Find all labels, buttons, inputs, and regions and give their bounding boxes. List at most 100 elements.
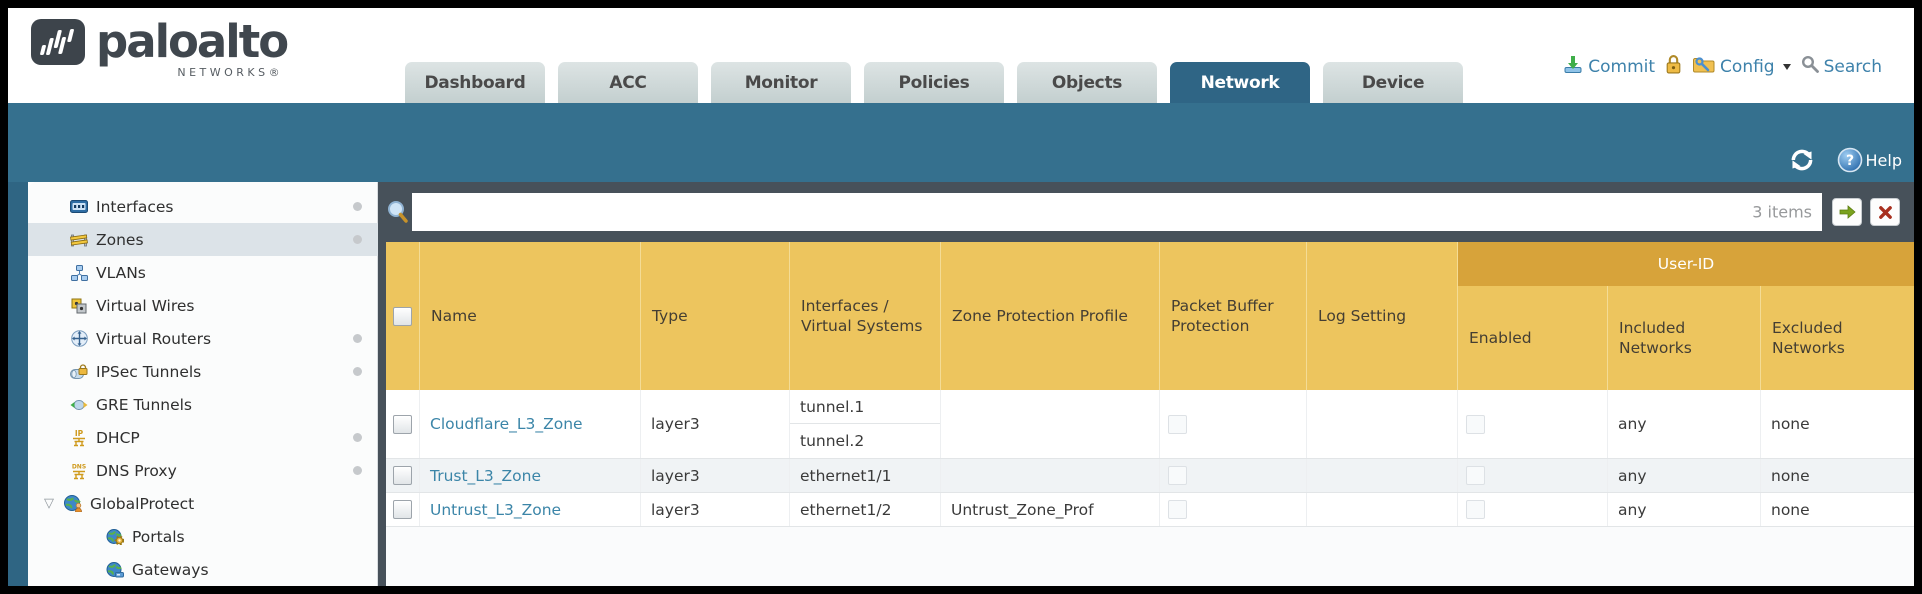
zone-name-link[interactable]: Untrust_L3_Zone: [430, 500, 562, 519]
config-menu-button[interactable]: Config: [1692, 54, 1791, 79]
table-row: Untrust_L3_Zone layer3 ethernet1/2 Untru…: [386, 493, 1914, 527]
packet-buffer-protection-cell: [1160, 459, 1307, 492]
column-header-packet-buffer-protection[interactable]: Packet Buffer Protection: [1160, 242, 1307, 390]
sidebar-item-virtual-routers[interactable]: Virtual Routers: [28, 322, 378, 355]
table-row: Trust_L3_Zone layer3 ethernet1/1 any non…: [386, 459, 1914, 493]
tab-monitor[interactable]: Monitor: [711, 62, 851, 103]
help-button[interactable]: ? Help: [1837, 147, 1902, 173]
portals-icon: [104, 528, 126, 545]
main-nav-tabs: Dashboard ACC Monitor Policies Objects N…: [405, 62, 1463, 103]
sidebar-item-label: IPSec Tunnels: [96, 362, 202, 381]
tab-dashboard[interactable]: Dashboard: [405, 62, 545, 103]
sidebar-item-label: Interfaces: [96, 197, 174, 216]
user-id-enabled-cell: [1458, 390, 1608, 458]
packet-buffer-protection-cell: [1160, 493, 1307, 526]
commit-label: Commit: [1588, 56, 1656, 77]
sidebar-item-label: DNS Proxy: [96, 461, 177, 480]
packet-buffer-checkbox[interactable]: [1168, 414, 1187, 434]
sidebar-item-zones[interactable]: Zones: [28, 223, 378, 256]
column-header-interfaces[interactable]: Interfaces / Virtual Systems: [790, 242, 941, 390]
packet-buffer-checkbox[interactable]: [1168, 500, 1187, 519]
column-header-type[interactable]: Type: [641, 242, 790, 390]
sidebar-item-virtual-wires[interactable]: Virtual Wires: [28, 289, 378, 322]
row-checkbox-cell: [386, 493, 420, 526]
config-icon: [1692, 54, 1715, 79]
table-empty-area: [386, 527, 1914, 586]
zone-name-link[interactable]: Cloudflare_L3_Zone: [430, 415, 583, 433]
brand-networks-label: NETWORKS®: [177, 66, 284, 80]
sidebar-item-globalprotect[interactable]: ▽ GlobalProtect: [28, 487, 378, 520]
tab-device[interactable]: Device: [1323, 62, 1463, 103]
tab-network[interactable]: Network: [1170, 62, 1310, 103]
row-checkbox[interactable]: [393, 466, 412, 485]
select-all-checkbox[interactable]: [393, 306, 412, 326]
item-count: 3 items: [1752, 202, 1812, 222]
sidebar-item-gateways[interactable]: Gateways: [28, 553, 378, 586]
column-header-excluded-networks[interactable]: Excluded Networks: [1772, 318, 1845, 357]
commit-button[interactable]: Commit: [1563, 54, 1655, 79]
interface-entry: tunnel.2: [800, 432, 865, 450]
sidebar-item-label: GRE Tunnels: [96, 395, 193, 414]
refresh-button[interactable]: [1789, 147, 1815, 173]
packet-buffer-checkbox[interactable]: [1168, 466, 1187, 485]
excluded-networks-cell: none: [1771, 466, 1810, 485]
zone-type-cell: layer3: [641, 459, 790, 492]
sidebar-item-dns-proxy[interactable]: DNS DNS Proxy: [28, 454, 378, 487]
tab-objects[interactable]: Objects: [1017, 62, 1157, 103]
zone-name-link[interactable]: Trust_L3_Zone: [430, 466, 541, 485]
sidebar-item-label: DHCP: [96, 428, 140, 447]
status-dot: [353, 202, 362, 211]
sidebar-item-dhcp[interactable]: IP DHCP: [28, 421, 378, 454]
column-header-log-setting[interactable]: Log Setting: [1307, 242, 1458, 390]
included-networks-cell: any: [1608, 459, 1761, 492]
log-setting-cell: [1307, 493, 1458, 526]
sidebar-item-label: Zones: [96, 230, 144, 249]
apply-filter-button[interactable]: [1832, 198, 1862, 226]
user-id-enabled-checkbox[interactable]: [1466, 466, 1485, 485]
user-id-enabled-cell: [1458, 459, 1608, 492]
search-button[interactable]: Search: [1801, 55, 1882, 78]
user-id-enabled-checkbox[interactable]: [1466, 500, 1485, 519]
filter-input[interactable]: [412, 193, 1822, 231]
column-group-user-id: User-ID: [1458, 242, 1914, 286]
paloalto-logo: paloalto NETWORKS®: [30, 18, 289, 80]
config-label: Config: [1720, 56, 1775, 77]
zones-content-area: 3 items Name Type Interfaces / Virtual S…: [378, 182, 1914, 586]
zone-interfaces-cell: ethernet1/1: [790, 459, 941, 492]
tab-acc[interactable]: ACC: [558, 62, 698, 103]
row-checkbox[interactable]: [393, 500, 412, 519]
sidebar-item-vlans[interactable]: VLANs: [28, 256, 378, 289]
column-header-included-networks[interactable]: Included Networks: [1608, 286, 1761, 390]
left-gutter: [8, 182, 28, 586]
virtual-routers-icon: [68, 330, 90, 347]
sidebar-item-label: VLANs: [96, 263, 146, 282]
user-id-enabled-checkbox[interactable]: [1466, 414, 1485, 434]
status-dot: [353, 235, 362, 244]
vlans-icon: [68, 264, 90, 281]
tab-policies[interactable]: Policies: [864, 62, 1004, 103]
globalprotect-icon: [62, 495, 84, 512]
svg-text:DNS: DNS: [72, 463, 86, 470]
table-row: Cloudflare_L3_Zone layer3 tunnel.1 tunne…: [386, 390, 1914, 459]
log-setting-cell: [1307, 459, 1458, 492]
sidebar-item-portals[interactable]: Portals: [28, 520, 378, 553]
header-checkbox-cell: [386, 242, 420, 390]
clear-filter-button[interactable]: [1870, 198, 1900, 226]
commit-icon: [1563, 54, 1583, 79]
lock-button[interactable]: [1665, 54, 1682, 79]
help-icon: ?: [1837, 147, 1863, 173]
filter-search-icon: [386, 200, 408, 224]
row-checkbox[interactable]: [393, 414, 412, 434]
expander-triangle-icon[interactable]: ▽: [44, 496, 54, 511]
column-header-zone-protection-profile[interactable]: Zone Protection Profile: [941, 242, 1160, 390]
gre-tunnels-icon: [68, 398, 90, 412]
sidebar-item-interfaces[interactable]: Interfaces: [28, 190, 378, 223]
sidebar-item-label: Virtual Wires: [96, 296, 195, 315]
column-header-enabled[interactable]: Enabled: [1458, 286, 1608, 390]
interface-entry: tunnel.1: [790, 390, 940, 424]
column-header-name[interactable]: Name: [420, 242, 641, 390]
sidebar-item-ipsec-tunnels[interactable]: IPSec Tunnels: [28, 355, 378, 388]
sidebar-item-label: GlobalProtect: [90, 494, 195, 513]
sidebar-item-gre-tunnels[interactable]: GRE Tunnels: [28, 388, 378, 421]
status-dot: [353, 334, 362, 343]
